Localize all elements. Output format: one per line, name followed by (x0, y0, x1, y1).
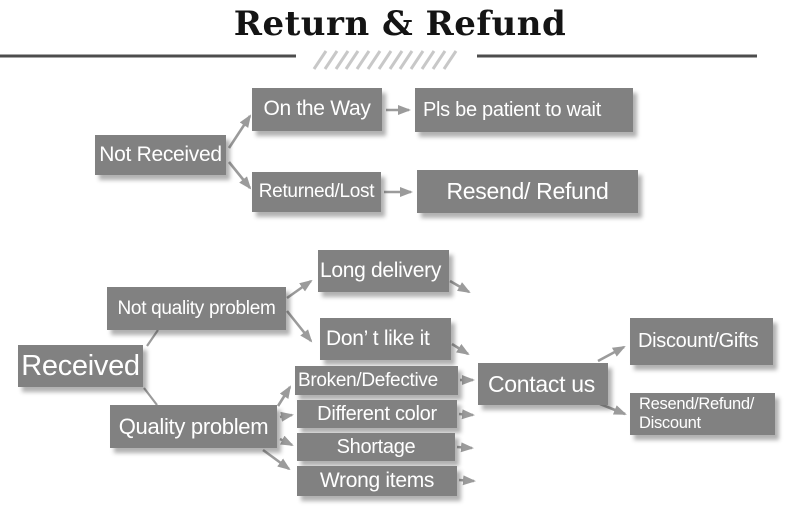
hatch-decoration (312, 50, 458, 70)
label-wrong-items: Wrong items (319, 468, 435, 492)
arrow-quality-to-wrong-items (262, 448, 291, 471)
node-pls-be-patient: Pls be patient to wait (415, 88, 633, 132)
node-resend-refund: Resend/ Refund (417, 170, 638, 213)
arrow-not-received-to-on-the-way (227, 114, 252, 149)
label-shortage: Shortage (336, 435, 416, 458)
node-long-delivery: Long delivery (318, 250, 449, 292)
label-resend-refund: Resend/ Refund (446, 178, 609, 205)
arrow-dont-like-it-to-contact-us (451, 342, 470, 356)
node-resend-refund-discount: Resend/Refund/ Discount (630, 393, 775, 435)
arrow-shortage-to-contact-us (456, 442, 474, 453)
arrow-long-delivery-to-contact-us (449, 279, 471, 294)
label-resend-refund-discount: Resend/Refund/ Discount (639, 395, 755, 432)
label-not-received: Not Received (99, 142, 222, 166)
label-pls-be-patient: Pls be patient to wait (423, 98, 601, 121)
arrow-quality-to-different-color (279, 411, 294, 422)
page-title: Return & Refund (233, 4, 567, 44)
connector-received-to-not-quality (146, 329, 159, 347)
label-received: Received (21, 349, 140, 382)
label-on-the-way: On the Way (263, 97, 371, 121)
node-not-received: Not Received (95, 135, 226, 175)
arrow-quality-to-broken-defective (276, 385, 292, 407)
label-different-color: Different color (317, 402, 437, 425)
node-different-color: Different color (297, 400, 457, 428)
label-returned-lost: Returned/Lost (258, 181, 375, 203)
label-dont-like-it: Don’ t like it (326, 326, 430, 350)
node-quality-problem: Quality problem (110, 405, 277, 448)
label-not-quality-problem: Not quality problem (117, 297, 276, 319)
arrow-not-quality-to-long-delivery (286, 279, 313, 300)
node-on-the-way: On the Way (252, 88, 382, 131)
arrow-not-received-to-returned-lost (227, 161, 252, 190)
node-dont-like-it: Don’ t like it (320, 318, 451, 360)
label-long-delivery: Long delivery (320, 258, 442, 282)
label-contact-us: Contact us (488, 370, 595, 397)
node-received: Received (18, 345, 143, 387)
arrow-quality-to-shortage (279, 435, 294, 447)
arrow-different-color-to-contact-us (458, 409, 475, 420)
arrow-contact-us-to-resend-refund-discount (599, 402, 627, 416)
label-discount-gifts: Discount/Gifts (638, 330, 759, 352)
arrow-contact-us-to-discount-gifts (597, 345, 626, 363)
node-wrong-items: Wrong items (297, 466, 457, 496)
connector-received-to-quality (143, 387, 158, 406)
arrow-not-quality-to-dont-like-it (285, 310, 313, 343)
node-broken-defective: Broken/Defective (295, 366, 458, 395)
node-shortage: Shortage (297, 433, 455, 461)
node-not-quality-problem: Not quality problem (107, 287, 286, 330)
label-quality-problem: Quality problem (118, 413, 269, 439)
arrow-wrong-items-to-contact-us (458, 475, 476, 486)
label-broken-defective: Broken/Defective (298, 369, 438, 391)
node-contact-us: Contact us (478, 363, 608, 405)
node-discount-gifts: Discount/Gifts (630, 318, 773, 365)
node-returned-lost: Returned/Lost (252, 172, 381, 212)
